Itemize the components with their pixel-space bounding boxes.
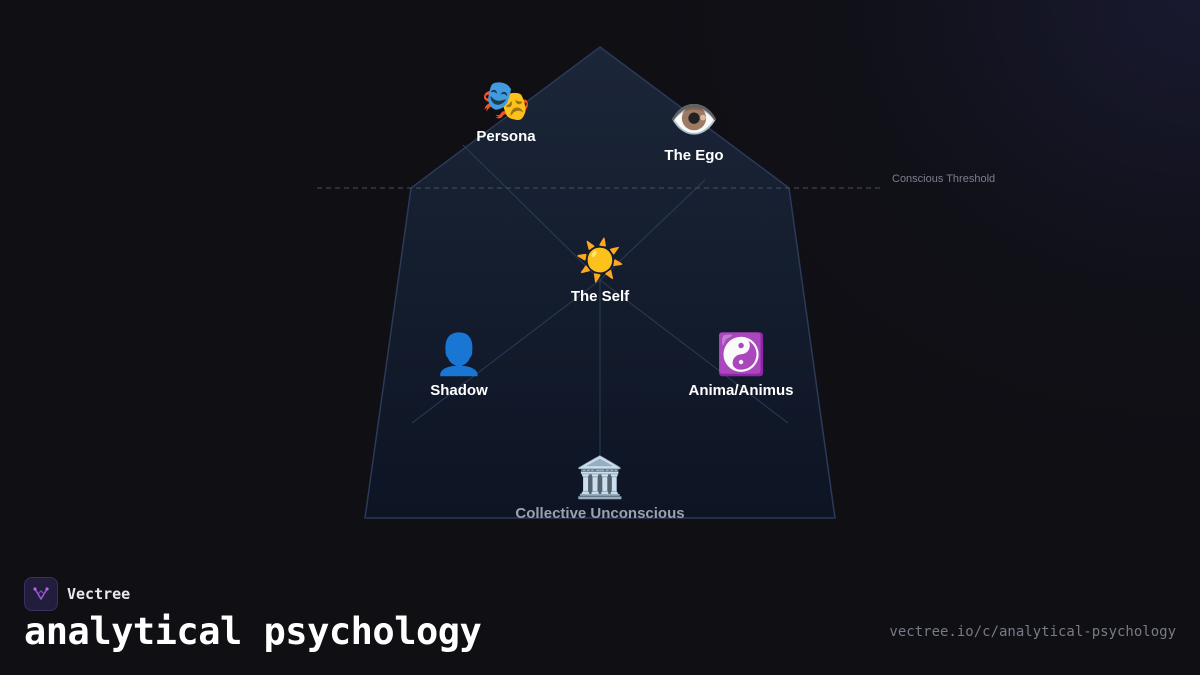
connector-self-shadow [411,279,601,424]
brand-name: Vectree [67,585,131,603]
connector-persona-self [462,144,601,281]
node-persona-label: Persona [476,128,536,145]
node-collective-unconscious-label: Collective Unconscious [515,505,685,522]
node-anima-animus-label: Anima/Animus [688,382,794,399]
node-ego-label: The Ego [664,147,724,164]
node-shadow-label: Shadow [430,382,488,399]
node-self: ☀️ The Self [571,236,629,305]
silhouette-icon: 👤 [434,333,484,377]
vectree-logo-icon [24,577,58,611]
page-title: analytical psychology [24,610,482,653]
connector-ego-self [599,179,706,281]
node-collective-unconscious: 🏛️ Collective Unconscious [515,453,684,522]
connector-self-anima [599,279,789,424]
sun-icon: ☀️ [575,239,625,283]
eye-icon: 👁️ [669,98,719,142]
page-url[interactable]: vectree.io/c/analytical-psychology [889,624,1176,640]
node-self-label: The Self [570,288,630,305]
conscious-threshold-label: Conscious Threshold [892,173,996,185]
node-persona: 🎭 Persona [476,76,535,145]
node-anima-animus: ☯️ Anima/Animus [688,330,793,399]
classical-building-icon: 🏛️ [575,456,625,500]
brand[interactable]: Vectree [24,577,130,611]
node-shadow: 👤 Shadow [430,330,488,399]
node-ego: 👁️ The Ego [664,95,723,164]
theater-masks-icon: 🎭 [481,79,531,123]
yin-yang-icon: ☯️ [716,333,766,377]
